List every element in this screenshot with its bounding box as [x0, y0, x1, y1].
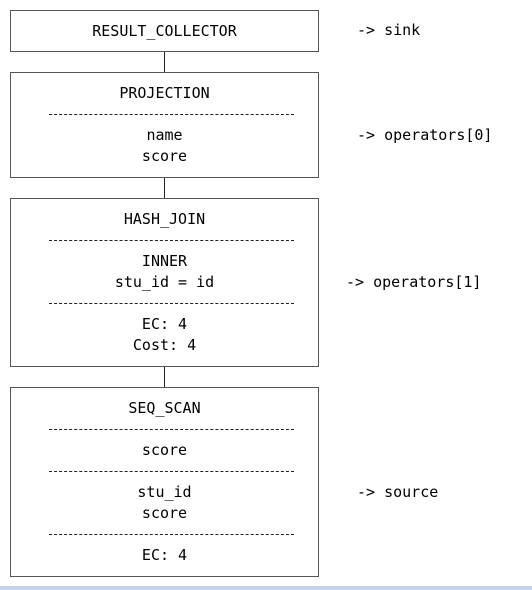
seq-scan-field: score	[141, 441, 188, 459]
result-collector-title: RESULT_COLLECTOR	[92, 22, 237, 40]
hash-join-condition: stu_id = id	[114, 273, 215, 291]
projection-field: name	[146, 126, 183, 144]
edge-hashjoin-seqscan	[164, 367, 165, 387]
seq-scan-field: stu_id	[137, 483, 192, 501]
hash-join-annotation: -> operators[1]	[346, 273, 482, 291]
separator-line	[49, 240, 294, 241]
hash-join-node: HASH_JOIN INNER stu_id = id EC: 4 Cost: …	[10, 198, 319, 367]
separator-line	[49, 534, 294, 535]
projection-node: PROJECTION name score	[10, 72, 319, 178]
separator-line	[49, 303, 294, 304]
hash-join-stat: EC: 4	[141, 315, 188, 333]
hash-join-type: INNER	[141, 252, 188, 270]
seq-scan-node: SEQ_SCAN score stu_id score EC: 4	[10, 387, 319, 577]
projection-title: PROJECTION	[119, 84, 210, 102]
projection-annotation: -> operators[0]	[357, 126, 493, 144]
seq-scan-annotation: -> source	[357, 483, 439, 501]
edge-collector-projection	[164, 52, 165, 72]
seq-scan-stat: EC: 4	[141, 546, 188, 564]
seq-scan-title: SEQ_SCAN	[128, 399, 201, 417]
window-bottom-strip	[0, 586, 532, 590]
edge-projection-hashjoin	[164, 178, 165, 198]
result-collector-annotation: -> sink	[357, 21, 421, 39]
hash-join-title: HASH_JOIN	[123, 210, 206, 228]
result-collector-node: RESULT_COLLECTOR	[10, 10, 319, 52]
separator-line	[49, 471, 294, 472]
separator-line	[49, 114, 294, 115]
separator-line	[49, 429, 294, 430]
projection-field: score	[141, 147, 188, 165]
seq-scan-field: score	[141, 504, 188, 522]
hash-join-stat: Cost: 4	[132, 336, 197, 354]
